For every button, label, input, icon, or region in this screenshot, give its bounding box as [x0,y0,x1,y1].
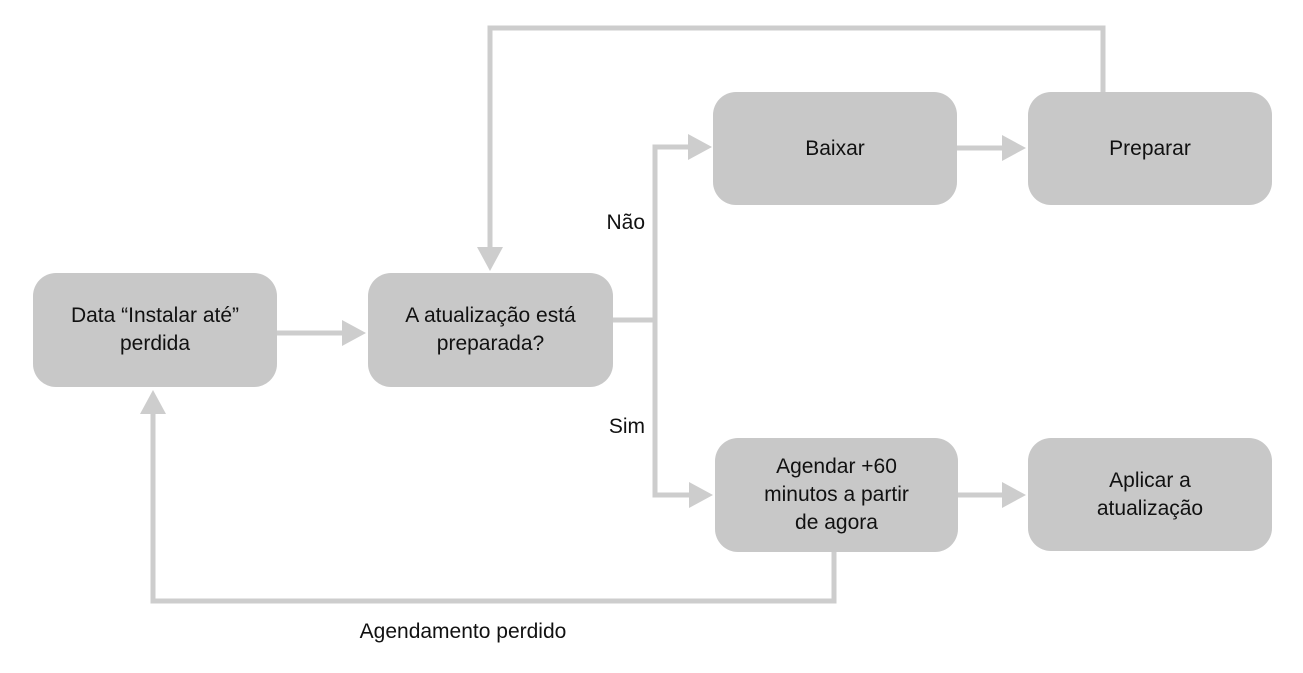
node-label-line: preparada? [436,332,545,355]
arrowhead-into-missed-bottom [140,390,166,414]
arrowhead-into-schedule [689,482,713,508]
arrowhead-into-prepare [1002,135,1026,161]
edge-prepare-loopback [487,25,1106,248]
arrowhead-into-prepared-top [477,247,503,271]
node-label-line: Aplicar a [1109,468,1191,492]
arrowhead-into-download [688,134,712,160]
node-label-line: perdida [119,332,191,355]
node-label-line: atualização [1096,496,1204,520]
edge-label-sim: Sim [608,415,645,438]
node-label-line: Data “Instalar até” [70,304,240,327]
arrowhead-into-apply [1002,482,1026,508]
node-label-line: minutos a partir [764,483,909,506]
node-prepare: Preparar [1028,92,1272,205]
node-schedule: Agendar +60 minutos a partir de agora [715,438,958,552]
node-download: Baixar [713,92,957,205]
arrowhead-into-prepared-left [342,320,366,346]
edge-decision-trunk [652,144,691,498]
node-label-line: de agora [795,511,878,534]
node-label-line: Agendar +60 [776,455,897,478]
edge-label-nao: Não [606,211,645,234]
node-apply-update: Aplicar a atualização [1028,438,1272,551]
node-label-line: Preparar [1109,136,1191,160]
node-label-line: A atualização está [405,304,576,327]
edge-label-agendamento-perdido: Agendamento perdido [359,620,567,643]
node-label-line: Baixar [805,136,865,160]
node-update-prepared: A atualização está preparada? [368,273,613,387]
node-missed-install-date: Data “Instalar até” perdida [33,273,277,387]
edge-missed-schedule-loopback [150,412,837,604]
